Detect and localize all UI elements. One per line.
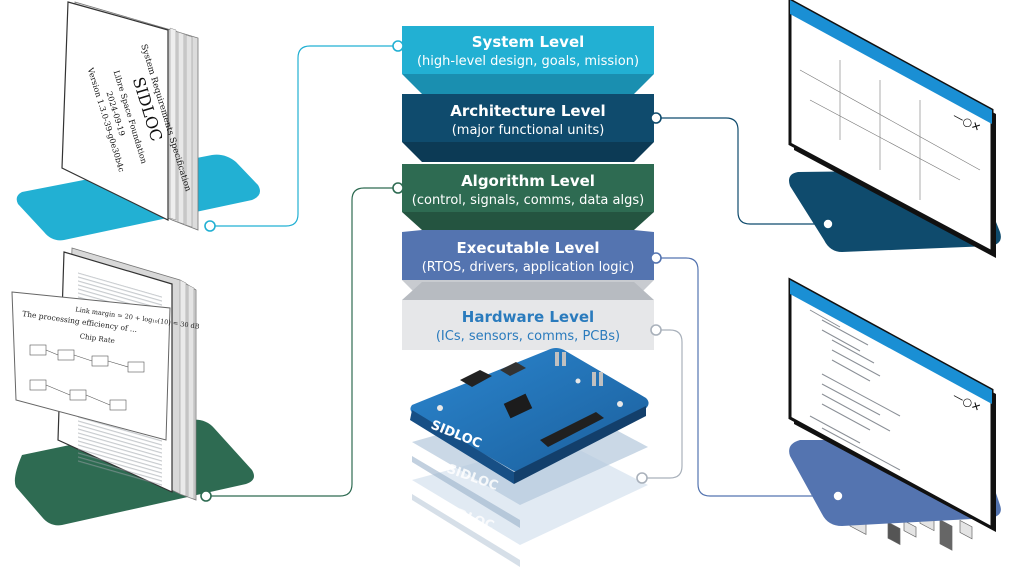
level-hardware-subtitle: (ICs, sensors, comms, PCBs) (436, 329, 620, 344)
architecture-window-illustration: —○✕ (788, 0, 1001, 551)
level-algorithm-title: Algorithm Level (461, 172, 595, 190)
spec-book-illustration: System Requirements Specification SIDLOC… (16, 1, 260, 241)
algorithm-papers-illustration: The processing efficiency of ... Link ma… (11, 247, 254, 526)
level-executable-title: Executable Level (456, 239, 599, 257)
level-algorithm-subtitle: (control, signals, comms, data algs) (412, 193, 644, 208)
level-architecture-title: Architecture Level (450, 102, 605, 120)
connector-node-icon (822, 218, 834, 230)
connector-system (210, 45, 402, 227)
level-architecture-subtitle: (major functional units) (452, 123, 605, 138)
connector-node-icon (200, 490, 212, 502)
level-system-title: System Level (472, 33, 585, 51)
connector-node-icon (204, 220, 216, 232)
connector-node-icon (636, 472, 648, 484)
level-hardware-title: Hardware Level (462, 308, 594, 326)
level-executable-subtitle: (RTOS, drivers, application logic) (422, 260, 635, 275)
connector-architecture (654, 117, 828, 225)
connector-node-icon (832, 490, 844, 502)
connector-node-icon (392, 40, 404, 52)
connector-nodes (200, 40, 844, 502)
connector-executable (654, 257, 838, 497)
connectors (206, 45, 838, 497)
level-system-subtitle: (high-level design, goals, mission) (417, 54, 639, 69)
connector-algorithm (206, 187, 402, 497)
connector-node-icon (650, 112, 662, 124)
connector-node-icon (650, 252, 662, 264)
connector-node-icon (392, 182, 404, 194)
connector-node-icon (650, 324, 662, 336)
level-stack: System Level (high-level design, goals, … (402, 26, 654, 350)
connector-hardware (646, 329, 683, 479)
code-window-illustration: —○✕ (788, 277, 1001, 532)
pcb-board-illustration: SIDLOC SIDLOC SIDLOC (410, 348, 649, 567)
